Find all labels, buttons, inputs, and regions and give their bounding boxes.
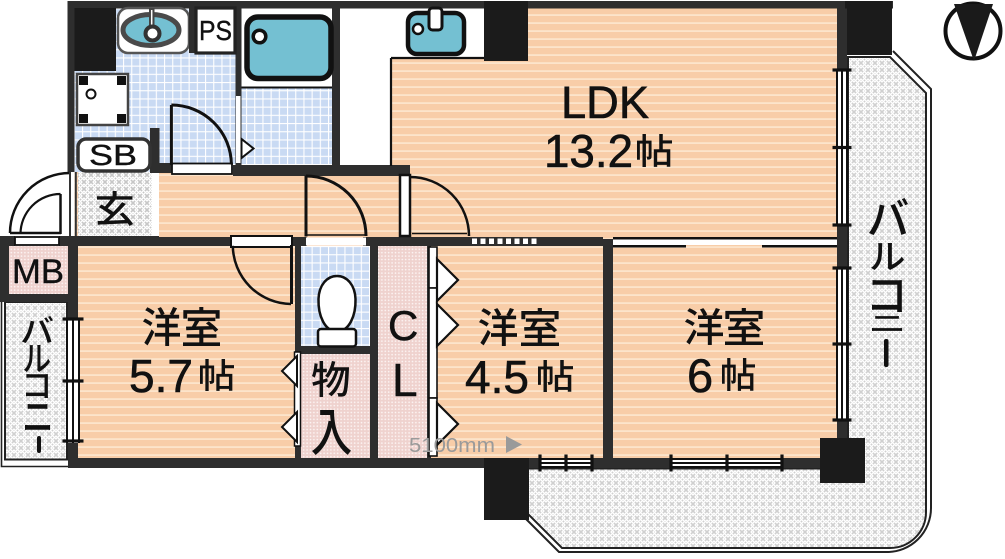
svg-text:5100mm: 5100mm [409,435,495,457]
svg-text:SB: SB [89,140,137,172]
svg-text:PS: PS [199,15,232,46]
svg-text:6: 6 [687,349,713,402]
svg-text:13.2: 13.2 [544,125,633,177]
svg-text:4.5: 4.5 [465,351,529,403]
svg-text:L: L [392,354,418,406]
svg-text:LDK: LDK [561,77,649,128]
svg-text:5.7: 5.7 [129,350,193,402]
svg-text:MB: MB [12,253,64,291]
svg-text:C: C [388,302,418,349]
